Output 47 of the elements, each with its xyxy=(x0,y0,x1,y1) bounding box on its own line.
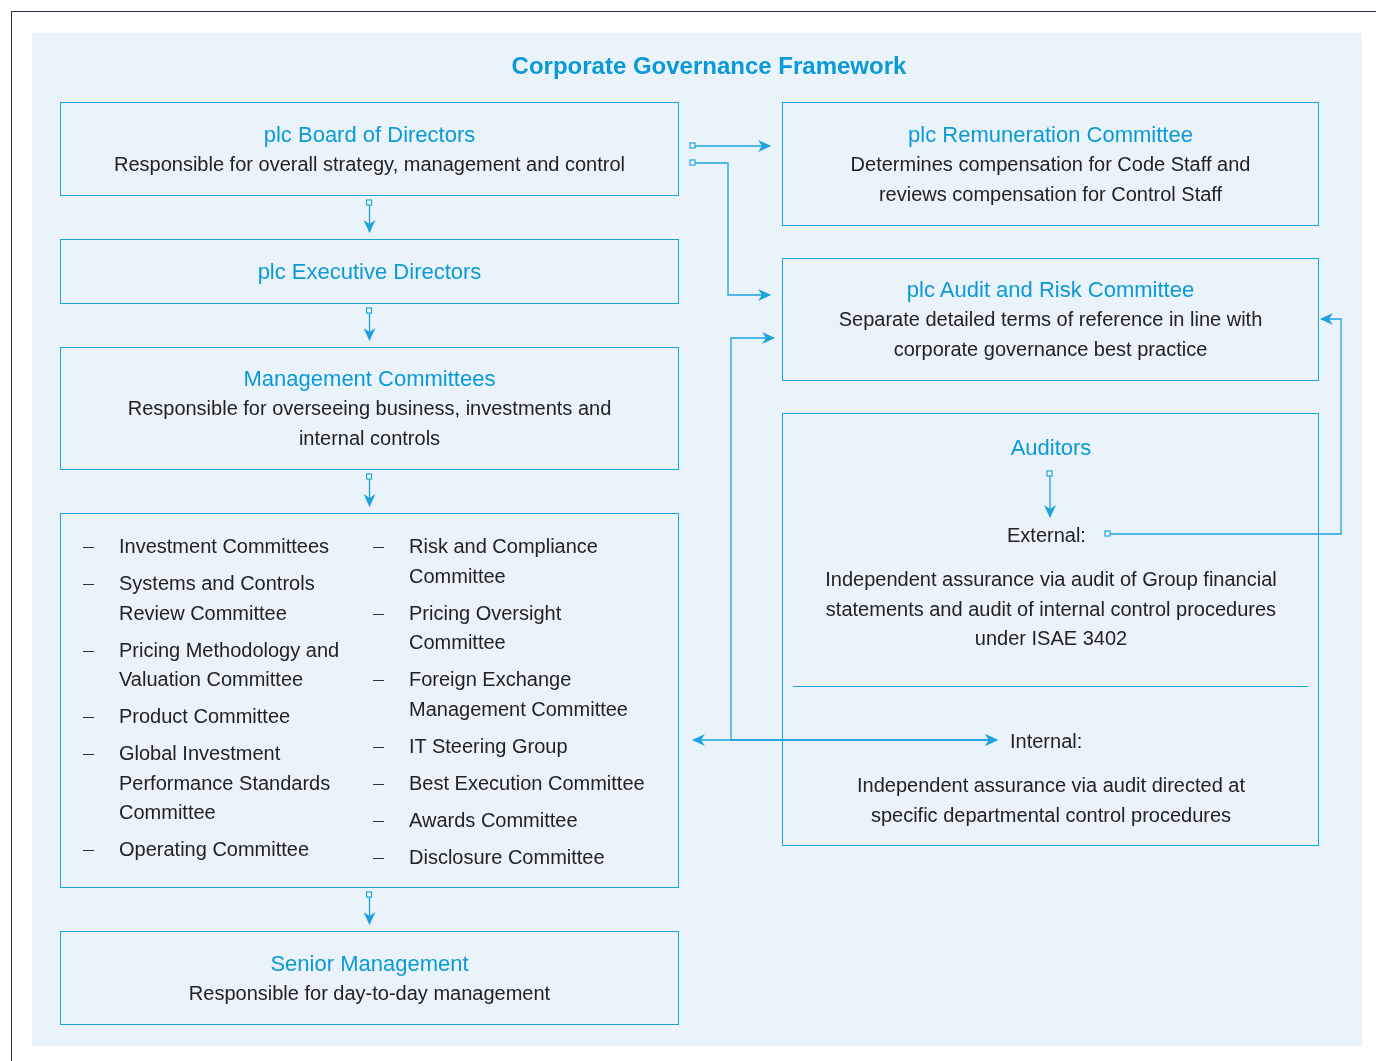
box-title: plc Executive Directors xyxy=(256,258,483,286)
arrow xyxy=(1104,313,1342,537)
box-title: plc Remuneration Committee xyxy=(907,120,1194,149)
list-item: Awards Committee xyxy=(409,808,578,831)
box-title: plc Audit and Risk Committee xyxy=(905,276,1196,304)
arrow xyxy=(363,473,376,507)
list-item: Systems and Controls Review Committee xyxy=(119,572,315,624)
list-item: Disclosure Committee xyxy=(409,845,605,868)
arrow xyxy=(363,307,376,341)
arrow xyxy=(689,159,771,301)
box-title: Senior Management xyxy=(269,949,470,978)
box-description: Determines compensation for Code Staff and reviews compensation for Control Staff xyxy=(849,151,1252,207)
box-title: Management Committees xyxy=(242,365,497,393)
process-box xyxy=(782,102,1319,226)
arrow xyxy=(689,140,771,152)
arrow xyxy=(730,332,998,746)
process-box xyxy=(60,102,679,196)
list-item: Global Investment Performance Standards Committee xyxy=(119,742,331,823)
arrow xyxy=(363,891,376,925)
committee-list-box xyxy=(60,513,679,888)
list-item: Foreign Exchange Management Committee xyxy=(409,668,628,720)
node-label: Internal: xyxy=(1010,728,1083,754)
process-box xyxy=(782,258,1319,381)
list-item: Pricing Oversight Committee xyxy=(409,601,562,653)
box-title: Auditors xyxy=(991,433,1111,462)
list-item: Pricing Methodology and Valuation Committee xyxy=(119,638,340,690)
box-description: Separate detailed terms of reference in line with corporate governance best practice xyxy=(837,307,1264,362)
node-note: Independent assurance via audit directed at specific departmental control procedures xyxy=(855,773,1246,828)
node-note: Independent assurance via audit of Group financial statements and audit of internal control procedures under ISAE 3402 xyxy=(824,567,1278,651)
arrow xyxy=(363,199,376,233)
process-box xyxy=(782,413,1319,846)
process-box xyxy=(60,347,679,470)
list-item: Best Execution Committee xyxy=(409,771,645,794)
list-item: Product Committee xyxy=(119,705,291,727)
node-label: External: xyxy=(1007,522,1086,548)
list-item: Operating Committee xyxy=(119,838,310,860)
list-item: IT Steering Group xyxy=(409,734,568,757)
box-description: Responsible for overall strategy, management and control xyxy=(113,151,626,177)
process-box xyxy=(60,931,679,1025)
process-box xyxy=(60,239,679,304)
diagram-title: Corporate Governance Framework xyxy=(510,52,908,80)
arrow xyxy=(1044,470,1056,518)
box-description: Responsible for day-to-day management xyxy=(187,980,552,1006)
box-description: Responsible for overseeing business, investments and internal controls xyxy=(126,396,613,451)
list-item: Investment Committees xyxy=(119,535,330,557)
box-title: plc Board of Directors xyxy=(262,120,477,149)
list-item: Risk and Compliance Committee xyxy=(409,535,598,587)
